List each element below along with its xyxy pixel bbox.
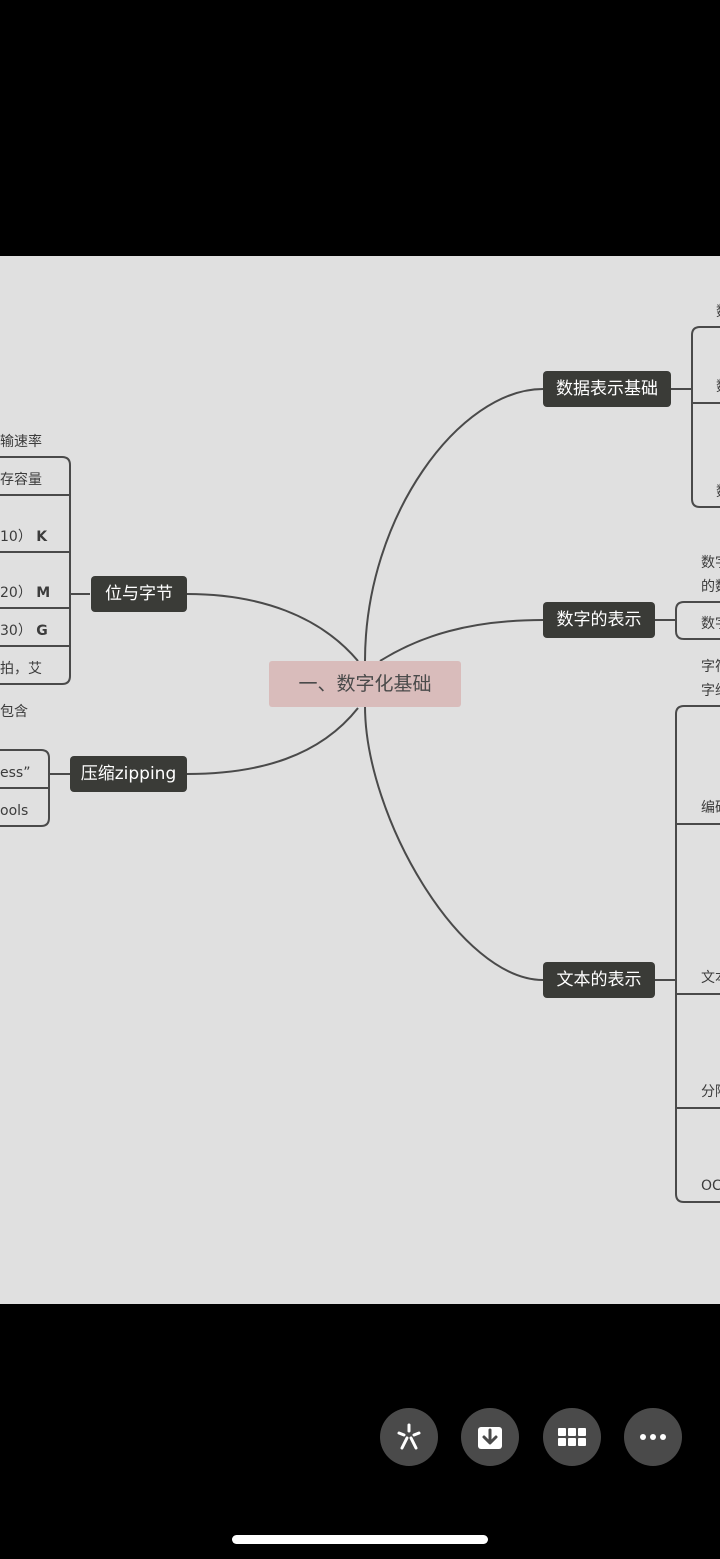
leaf-right-7[interactable]: 字符 <box>701 659 720 675</box>
leaf-right-1[interactable]: 数 <box>716 303 720 321</box>
leaf-unit-k[interactable]: 10） K <box>0 528 47 546</box>
leaf-tools[interactable]: ools <box>0 803 29 819</box>
home-indicator[interactable] <box>232 1535 488 1544</box>
branch-data-basics[interactable]: 数据表示基础 <box>543 371 671 407</box>
leaf-storage-capacity[interactable]: 存容量 <box>0 472 42 488</box>
more-button[interactable] <box>624 1408 682 1466</box>
leaf-unit-k-text: 10） <box>0 529 32 545</box>
leaf-transfer-rate[interactable]: 输速率 <box>0 434 42 450</box>
leaf-contains[interactable]: 包含 <box>0 704 28 720</box>
leaf-right-5[interactable]: 的数 <box>701 579 720 595</box>
leaf-right-9[interactable]: 编码 <box>701 800 720 816</box>
sparkle-button[interactable] <box>380 1408 438 1466</box>
download-icon <box>478 1427 502 1449</box>
mindmap-connectors <box>0 326 720 1203</box>
branch-number-repr[interactable]: 数字的表示 <box>543 602 655 638</box>
branch-text-repr[interactable]: 文本的表示 <box>543 962 655 998</box>
leaf-right-12[interactable]: OC <box>701 1178 720 1194</box>
leaf-unit-k-symbol: K <box>36 529 48 545</box>
leaf-right-11[interactable]: 分隔 <box>701 1084 720 1100</box>
mindmap-canvas[interactable]: 一、数字化基础 数据表示基础 数字的表示 文本的表示 位与字节 压缩zippin… <box>0 256 720 1304</box>
leaf-unit-g-symbol: G <box>36 623 48 639</box>
leaf-unit-m-symbol: M <box>36 585 51 601</box>
leaf-unit-g-text: 30） <box>0 623 32 639</box>
leaf-unit-m-text: 20） <box>0 585 32 601</box>
leaf-right-3[interactable]: 数 <box>716 483 720 501</box>
leaf-right-4[interactable]: 数字 <box>701 555 720 571</box>
grid-icon <box>558 1428 586 1446</box>
grid-button[interactable] <box>543 1408 601 1466</box>
leaf-right-2[interactable]: 数 <box>716 378 720 396</box>
more-icon <box>640 1434 666 1440</box>
download-button[interactable] <box>461 1408 519 1466</box>
leaf-peta-exa[interactable]: 拍，艾 <box>0 661 42 677</box>
branch-bits-bytes[interactable]: 位与字节 <box>91 576 187 612</box>
root-node[interactable]: 一、数字化基础 <box>269 661 461 707</box>
leaf-unit-g[interactable]: 30） G <box>0 622 48 640</box>
sparkle-icon <box>397 1423 421 1450</box>
branch-compression[interactable]: 压缩zipping <box>70 756 187 792</box>
leaf-right-8[interactable]: 字维 <box>701 683 720 699</box>
leaf-right-6[interactable]: 数字 <box>701 616 720 632</box>
leaf-compress[interactable]: ess” <box>0 765 31 781</box>
leaf-unit-m[interactable]: 20） M <box>0 584 50 602</box>
leaf-right-10[interactable]: 文本 <box>701 970 720 986</box>
